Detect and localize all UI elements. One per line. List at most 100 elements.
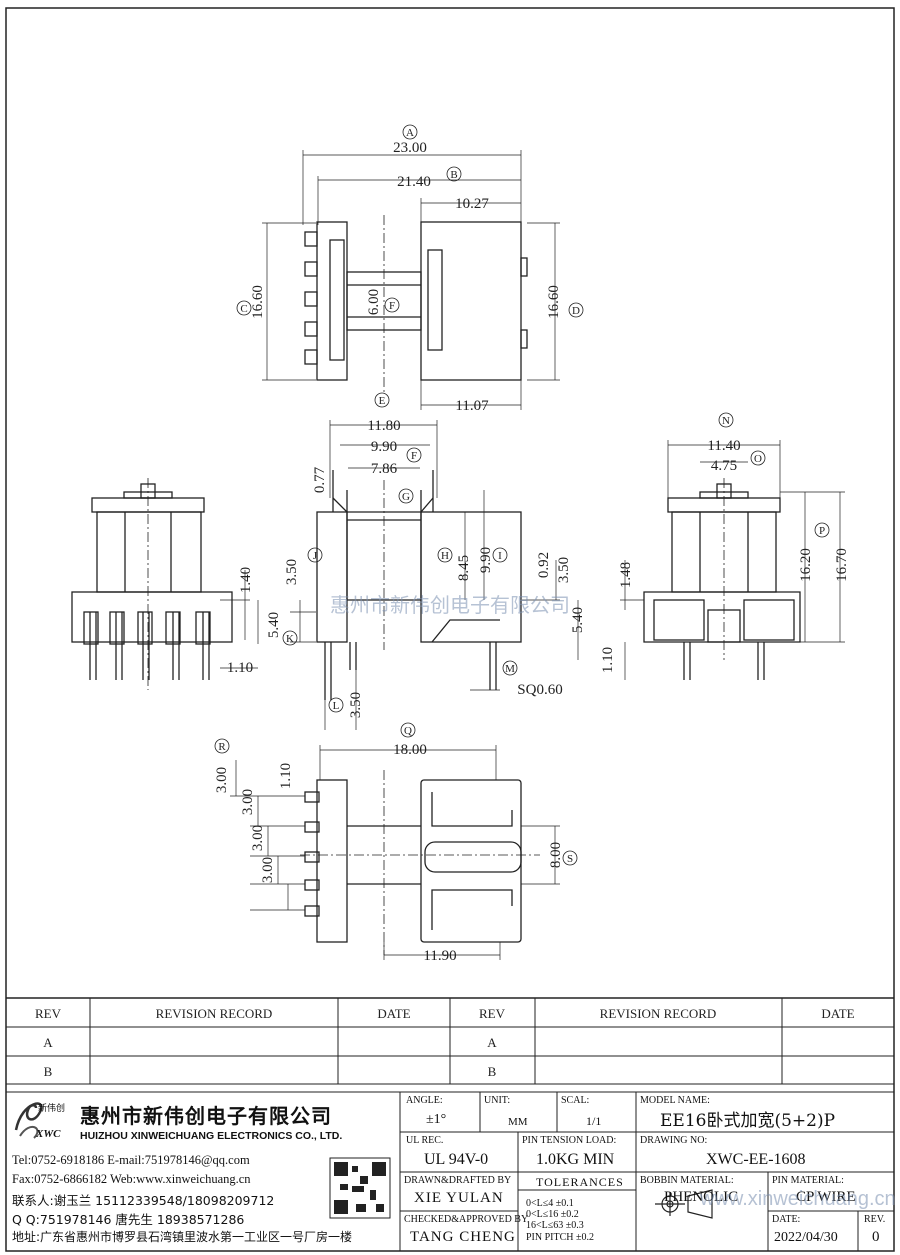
label-bottom-1: R bbox=[218, 741, 226, 753]
label-front-7: L bbox=[333, 700, 340, 712]
dim-bottom-1: 3.00 bbox=[214, 767, 230, 793]
label-side-0: N bbox=[722, 415, 730, 427]
company-name-en: HUIZHOU XINWEICHUANG ELECTRONICS CO., LT… bbox=[80, 1130, 343, 1142]
rev-row-1-0: B bbox=[44, 1064, 53, 1079]
company-tel: Tel:0752-6918186 E-mail:751978146@qq.com bbox=[12, 1153, 250, 1167]
tolerance-2: 16<L≤63 ±0.3 bbox=[526, 1220, 584, 1231]
dim-bottom-7: 11.90 bbox=[423, 948, 456, 964]
drawn-value: XIE YULAN bbox=[414, 1190, 504, 1206]
label-side-1: O bbox=[754, 453, 762, 465]
pin-tension-label: PIN TENSION LOAD: bbox=[522, 1135, 617, 1146]
unit-value: MM bbox=[508, 1116, 528, 1128]
company-logo bbox=[14, 1102, 43, 1139]
dim-front-6: 3.50 bbox=[284, 559, 300, 585]
drawing-no-value: XWC-EE-1608 bbox=[706, 1151, 806, 1168]
dim-front-14: SQ0.60 bbox=[517, 682, 562, 698]
dim-front-13: 5.40 bbox=[570, 607, 586, 633]
pin-tension-value: 1.0KG MIN bbox=[536, 1151, 615, 1168]
dim-front-2: 7.86 bbox=[371, 461, 398, 477]
dim-bottom-3: 3.00 bbox=[240, 789, 256, 815]
company-name-cn: 惠州市新伟创电子有限公司 bbox=[80, 1104, 332, 1128]
top-view bbox=[262, 150, 560, 410]
rev-row-1-3: B bbox=[488, 1064, 497, 1079]
label-top-3: D bbox=[572, 305, 580, 317]
dim-side-4: 1.48 bbox=[618, 562, 634, 588]
label-front-6: K bbox=[286, 633, 294, 645]
rev-row-0-0: A bbox=[43, 1035, 53, 1050]
dim-front-0: 11.80 bbox=[367, 418, 400, 434]
dim-front-3: 0.77 bbox=[312, 466, 328, 493]
checked-label: CHECKED&APPROVED BY bbox=[404, 1214, 529, 1225]
ul-label: UL REC. bbox=[406, 1135, 444, 1146]
title-block bbox=[5, 1091, 895, 1252]
dim-bottom-4: 3.00 bbox=[250, 825, 266, 851]
left-view bbox=[71, 478, 233, 690]
dim-front-1: 9.90 bbox=[371, 439, 397, 455]
label-bottom-0: Q bbox=[404, 725, 412, 737]
dim-front-9: 1.10 bbox=[227, 660, 253, 676]
dim-front-5: 9.90 bbox=[478, 547, 494, 573]
watermark-text: 惠州市新伟创电子有限公司 bbox=[330, 594, 570, 617]
dim-side-0: 11.40 bbox=[707, 438, 740, 454]
rev-header-0: REV bbox=[35, 1006, 62, 1021]
drawn-label: DRAWN&DRAFTED BY bbox=[404, 1175, 512, 1186]
checked-value: TANG CHENG bbox=[410, 1229, 516, 1245]
qr-code bbox=[329, 1157, 391, 1219]
dim-bottom-6: 8.00 bbox=[548, 842, 564, 868]
dim-top-5: 16.60 bbox=[546, 285, 562, 319]
dim-side-3: 16.70 bbox=[834, 548, 850, 582]
label-side-2: P bbox=[819, 525, 825, 537]
company-address: 地址:广东省惠州市博罗县石湾镇里波水第一工业区一号厂房一楼 bbox=[12, 1230, 353, 1244]
label-front-5: J bbox=[313, 550, 318, 562]
date-label: DATE: bbox=[772, 1214, 801, 1225]
scale-value: 1/1 bbox=[586, 1114, 602, 1128]
dim-top-1: 21.40 bbox=[397, 174, 431, 190]
rev-label: REV. bbox=[864, 1214, 886, 1225]
angle-value: ±1° bbox=[426, 1112, 447, 1127]
tolerance-0: 0<L≤4 ±0.1 bbox=[526, 1198, 574, 1209]
rev-header-2: DATE bbox=[377, 1006, 410, 1021]
label-top-0: A bbox=[406, 127, 414, 139]
side-view bbox=[620, 440, 845, 680]
company-contact: 联系人:谢玉兰 15112339548/18098209712 bbox=[12, 1193, 275, 1208]
dim-top-2: 10.27 bbox=[455, 196, 489, 212]
dim-top-4: 6.00 bbox=[366, 289, 382, 315]
rev-header-3: REV bbox=[479, 1006, 506, 1021]
label-top-1: B bbox=[450, 169, 457, 181]
bottom-view bbox=[230, 745, 560, 960]
scale-label: SCAL: bbox=[561, 1095, 590, 1106]
pin-material-label: PIN MATERIAL: bbox=[772, 1175, 844, 1186]
dim-front-7: 1.40 bbox=[238, 567, 254, 593]
dim-front-10: 3.50 bbox=[348, 692, 364, 718]
front-view bbox=[220, 420, 579, 730]
ul-value: UL 94V-0 bbox=[424, 1151, 489, 1168]
company-logo-text: 新伟创 bbox=[38, 1104, 66, 1114]
pin-material-value: CP WIRE bbox=[796, 1189, 856, 1205]
angle-label: ANGLE: bbox=[406, 1095, 443, 1106]
drawing-no-label: DRAWING NO: bbox=[640, 1135, 708, 1146]
label-front-0: E bbox=[379, 395, 386, 407]
rev-header-1: REVISION RECORD bbox=[156, 1006, 273, 1021]
label-front-2: G bbox=[402, 491, 410, 503]
dim-front-4: 8.45 bbox=[456, 555, 472, 581]
rev-value: 0 bbox=[872, 1229, 880, 1245]
company-fax: Fax:0752-6866182 Web:www.xinweichuang.cn bbox=[12, 1172, 251, 1186]
dim-side-1: 4.75 bbox=[711, 458, 737, 474]
label-front-8: M bbox=[505, 663, 515, 675]
label-front-4: I bbox=[498, 550, 502, 562]
label-front-1: F bbox=[411, 450, 417, 462]
projection-symbol bbox=[655, 1189, 713, 1219]
dim-side-2: 16.20 bbox=[798, 548, 814, 582]
dim-front-8: 5.40 bbox=[266, 612, 282, 638]
tolerance-3: PIN PITCH ±0.2 bbox=[526, 1232, 594, 1243]
dim-side-5: 1.10 bbox=[600, 647, 616, 673]
web-watermark: www.xinweichuang.cn bbox=[700, 1188, 896, 1210]
model-value: EE16卧式加宽(5+2)P bbox=[660, 1111, 836, 1131]
dim-bottom-0: 18.00 bbox=[393, 742, 427, 758]
dim-top-3: 16.60 bbox=[250, 285, 266, 319]
dim-front-12: 3.50 bbox=[556, 557, 572, 583]
bobbin-value: PHENOLIC bbox=[664, 1189, 739, 1205]
model-label: MODEL NAME: bbox=[640, 1095, 710, 1106]
tolerances-label: TOLERANCES bbox=[536, 1175, 624, 1189]
